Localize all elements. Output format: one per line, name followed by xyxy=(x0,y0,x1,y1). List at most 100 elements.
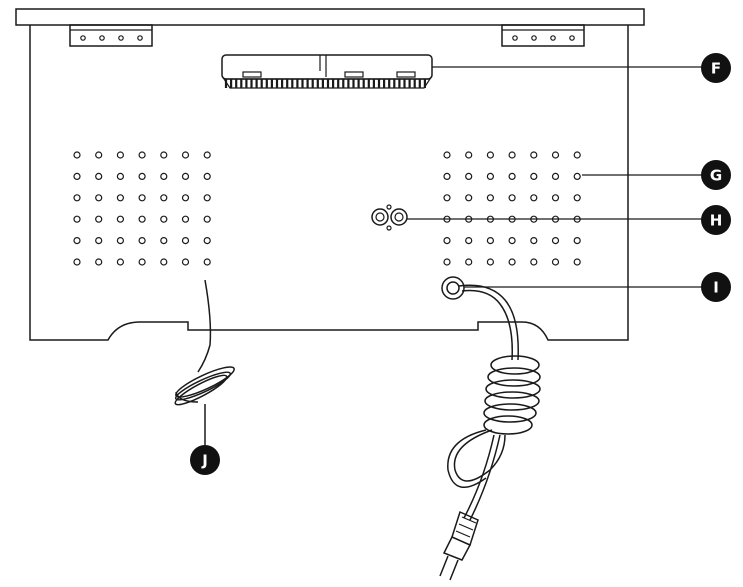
vent-hole xyxy=(573,194,581,202)
callout-h: H xyxy=(701,205,731,235)
vent-hole xyxy=(95,215,103,223)
vent-hole xyxy=(95,172,103,180)
vent-hole xyxy=(116,194,125,202)
vent-hole xyxy=(530,237,538,245)
callout-j: J xyxy=(190,445,220,475)
vent-hole xyxy=(530,172,538,180)
power-cord-grommet xyxy=(441,276,465,300)
vent-hole xyxy=(73,258,81,266)
vent-hole xyxy=(486,258,494,266)
vent-hole xyxy=(138,194,146,202)
vent-hole xyxy=(486,194,494,202)
vent-hole xyxy=(530,258,538,266)
vent-hole xyxy=(465,172,473,180)
vent-hole xyxy=(530,194,538,202)
vent-hole xyxy=(508,151,516,159)
vent-holes-left xyxy=(73,151,211,266)
callout-i: I xyxy=(701,272,731,302)
vent-hole xyxy=(181,172,190,180)
vent-hole xyxy=(138,151,146,159)
vent-hole xyxy=(116,258,125,266)
vent-hole xyxy=(181,258,190,266)
vent-hole xyxy=(443,172,451,180)
vent-holes-right xyxy=(443,151,581,266)
callout-f: F xyxy=(701,53,731,83)
vent-hole xyxy=(203,215,211,223)
vent-hole xyxy=(160,215,168,223)
vent-hole xyxy=(203,194,211,202)
vent-hole xyxy=(530,151,538,159)
callout-j-label: J xyxy=(201,452,208,470)
vent-hole xyxy=(95,237,103,245)
vent-hole xyxy=(508,194,516,202)
vent-hole xyxy=(465,194,473,202)
callout-f-label: F xyxy=(711,60,721,78)
antenna-wire xyxy=(174,279,235,445)
vent-hole xyxy=(573,237,581,245)
vent-hole xyxy=(508,237,516,245)
vent-hole xyxy=(203,258,211,266)
hinge-left xyxy=(69,24,153,47)
vent-hole xyxy=(95,258,103,266)
vent-hole xyxy=(116,151,125,159)
vent-hole xyxy=(486,151,494,159)
vent-hole xyxy=(138,258,146,266)
device-body xyxy=(29,25,629,341)
handle-grip-base xyxy=(222,78,432,89)
vent-hole xyxy=(486,237,494,245)
callout-g: G xyxy=(701,160,731,190)
vent-hole xyxy=(443,194,451,202)
vent-hole xyxy=(95,194,103,202)
vent-hole xyxy=(160,194,168,202)
hinge-right xyxy=(501,24,585,47)
vent-hole xyxy=(443,237,451,245)
vent-hole xyxy=(181,151,190,159)
vent-hole xyxy=(551,258,560,266)
callout-h-label: H xyxy=(710,212,723,230)
vent-hole xyxy=(181,194,190,202)
vent-hole xyxy=(116,215,125,223)
audio-input-jacks xyxy=(371,204,408,231)
vent-hole xyxy=(465,258,473,266)
vent-hole xyxy=(160,258,168,266)
vent-hole xyxy=(573,151,581,159)
handle xyxy=(221,54,433,89)
vent-hole xyxy=(138,172,146,180)
top-plate xyxy=(15,8,645,26)
vent-hole xyxy=(73,237,81,245)
vent-hole xyxy=(181,237,190,245)
vent-hole xyxy=(443,151,451,159)
vent-hole xyxy=(116,237,125,245)
vent-hole xyxy=(73,215,81,223)
vent-hole xyxy=(160,151,168,159)
power-cord xyxy=(439,284,541,581)
vent-hole xyxy=(138,215,146,223)
vent-hole xyxy=(551,237,560,245)
vent-hole xyxy=(203,172,211,180)
vent-hole xyxy=(203,237,211,245)
callout-g-label: G xyxy=(710,167,722,185)
vent-hole xyxy=(551,151,560,159)
vent-hole xyxy=(465,151,473,159)
vent-hole xyxy=(160,237,168,245)
vent-hole xyxy=(181,215,190,223)
vent-hole xyxy=(73,172,81,180)
vent-hole xyxy=(486,172,494,180)
vent-hole xyxy=(160,172,168,180)
vent-hole xyxy=(551,172,560,180)
callout-i-label: I xyxy=(713,279,719,297)
vent-hole xyxy=(73,151,81,159)
vent-hole xyxy=(573,258,581,266)
vent-hole xyxy=(508,258,516,266)
vent-hole xyxy=(116,172,125,180)
vent-hole xyxy=(95,151,103,159)
vent-hole xyxy=(203,151,211,159)
vent-hole xyxy=(73,194,81,202)
vent-hole xyxy=(443,258,451,266)
vent-hole xyxy=(138,237,146,245)
vent-hole xyxy=(465,237,473,245)
vent-hole xyxy=(551,194,560,202)
vent-hole xyxy=(508,172,516,180)
vent-hole xyxy=(573,172,581,180)
